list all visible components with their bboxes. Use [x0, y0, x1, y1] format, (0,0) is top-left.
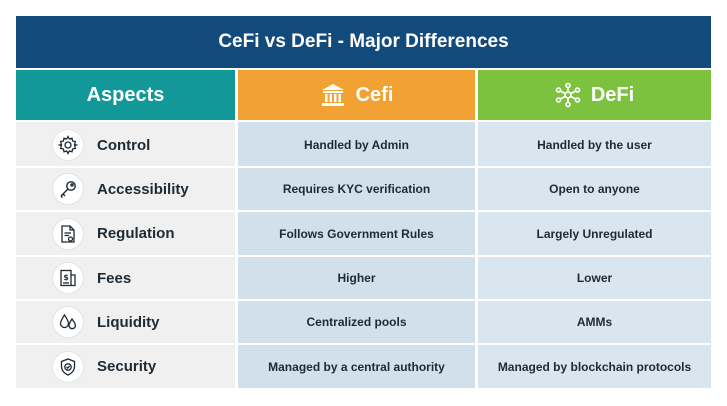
row-divider: [16, 210, 711, 212]
shield-icon: [53, 351, 83, 382]
row-divider: [16, 166, 711, 168]
cefi-value: Higher: [337, 271, 376, 285]
table-row: Regulation: [16, 212, 235, 255]
bank-icon: [320, 82, 346, 108]
document-icon: [53, 218, 83, 249]
defi-value: Managed by blockchain protocols: [497, 359, 692, 374]
table-row: $ Fees: [16, 257, 235, 299]
cefi-value: Follows Government Rules: [279, 226, 434, 241]
aspect-label: Liquidity: [97, 313, 160, 331]
row-divider: [16, 299, 711, 301]
row-divider: [16, 255, 711, 257]
header-defi-label: DeFi: [590, 83, 635, 106]
cefi-value: Managed by a central authority: [268, 359, 445, 374]
aspect-label: Regulation: [97, 225, 175, 242]
table-row: Accessibility: [16, 168, 235, 210]
defi-value: Open to anyone: [549, 182, 640, 196]
defi-value: Largely Unregulated: [536, 226, 653, 241]
header-defi: DeFi: [478, 70, 711, 120]
aspect-label: Control: [97, 136, 151, 154]
header-cefi: Cefi: [238, 70, 475, 120]
table-row: Liquidity: [16, 301, 235, 343]
header-aspects: Aspects: [16, 70, 235, 120]
header-aspects-label: Aspects: [86, 83, 165, 106]
gear-icon: [53, 130, 83, 160]
fee-receipt-icon: $: [53, 263, 83, 293]
aspect-label: Fees: [97, 269, 132, 287]
defi-value: AMMs: [576, 315, 613, 329]
cefi-value: Handled by Admin: [304, 138, 409, 152]
table-row: Security: [16, 345, 235, 388]
defi-value: Lower: [576, 271, 613, 285]
cefi-value: Requires KYC verification: [282, 182, 431, 196]
aspect-label: Accessibility: [97, 180, 189, 198]
header-cefi-label: Cefi: [355, 83, 394, 106]
cefi-value: Centralized pools: [306, 315, 407, 329]
table-row: Control: [16, 124, 235, 166]
row-divider: [16, 343, 711, 345]
liquidity-drops-icon: [53, 307, 83, 337]
svg-text:$: $: [63, 273, 69, 282]
network-icon: [555, 82, 581, 108]
defi-value: Handled by the user: [537, 138, 652, 152]
aspect-label: Security: [97, 358, 157, 375]
key-icon: [53, 174, 83, 204]
page-title: CeFi vs DeFi - Major Differences: [16, 16, 711, 68]
